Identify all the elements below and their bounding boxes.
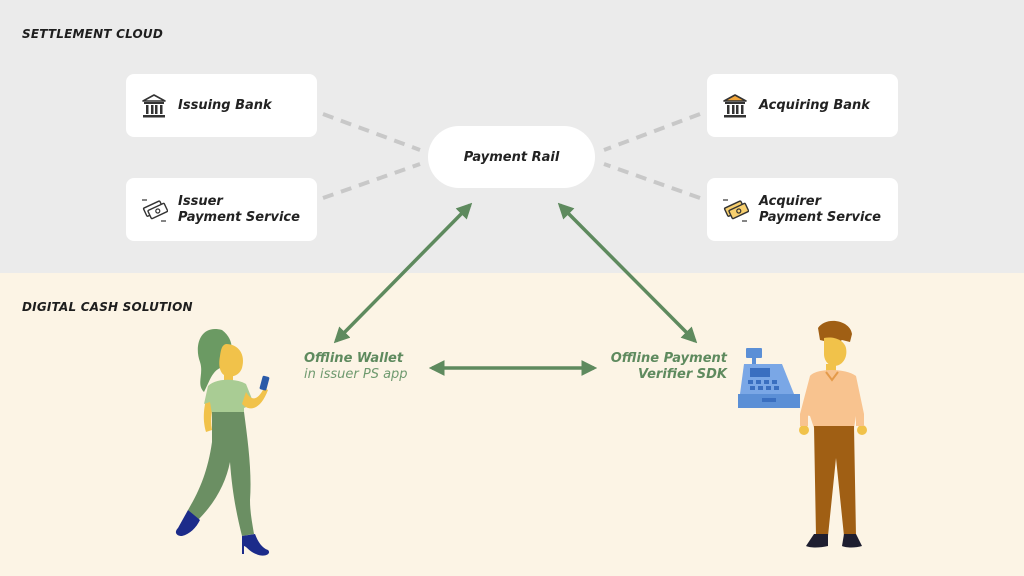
issuer-ps-line1: Issuer: [178, 193, 223, 209]
acquirer-payment-service-label: Acquirer Payment Service: [759, 194, 881, 226]
payment-rail-label: Payment Rail: [463, 149, 560, 165]
bank-building-icon: [142, 93, 166, 117]
woman-customer-illustration: [175, 328, 270, 556]
offline-wallet-subtitle: in issuer PS app: [304, 367, 408, 382]
issuer-ps-line2: Payment Service: [178, 209, 300, 225]
cash-notes-icon: [723, 198, 749, 222]
cash-notes-icon: [142, 198, 168, 222]
acquiring-bank-card: Acquiring Bank: [707, 74, 898, 137]
settlement-cloud-title: SETTLEMENT CLOUD: [22, 27, 164, 41]
verifier-sdk-line2: Verifier SDK: [637, 367, 727, 382]
digital-cash-title: DIGITAL CASH SOLUTION: [22, 300, 193, 314]
acquiring-bank-label: Acquiring Bank: [759, 97, 870, 113]
link-acquiring-bank: [603, 112, 701, 152]
arrow-wallet-rail: [333, 202, 473, 344]
issuer-payment-service-card: Issuer Payment Service: [126, 178, 317, 241]
verifier-sdk-line1: Offline Payment: [610, 351, 727, 366]
payment-rail-node: Payment Rail: [428, 126, 595, 188]
issuer-payment-service-label: Issuer Payment Service: [178, 194, 300, 226]
arrow-verifier-rail: [557, 202, 698, 344]
merchant-man-illustration: [799, 320, 867, 548]
issuing-bank-label: Issuing Bank: [178, 97, 272, 113]
issuing-bank-card: Issuing Bank: [126, 74, 317, 137]
link-issuer-ps: [322, 162, 421, 200]
offline-wallet-title: Offline Wallet: [304, 351, 404, 366]
cash-register-icon: [738, 348, 800, 408]
link-acquirer-ps: [603, 162, 701, 200]
acquirer-ps-line1: Acquirer: [759, 193, 822, 209]
acquirer-payment-service-card: Acquirer Payment Service: [707, 178, 898, 241]
verifier-sdk-label: Offline Payment Verifier SDK: [607, 351, 727, 383]
bank-building-icon: [723, 93, 747, 117]
acquirer-ps-line2: Payment Service: [759, 209, 881, 225]
link-issuing-bank: [322, 112, 421, 152]
